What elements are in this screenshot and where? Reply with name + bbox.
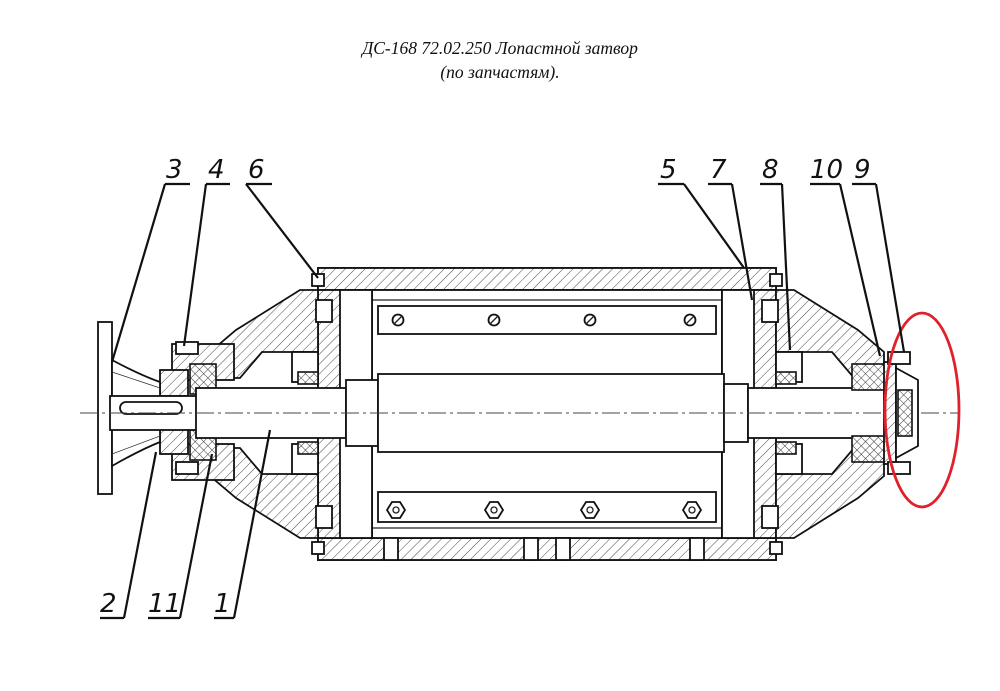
- right-end-cover: [761, 273, 885, 555]
- blade-nuts-bottom: [385, 501, 703, 519]
- left-flange-bolts: [311, 273, 333, 555]
- callout-10: 10: [810, 155, 843, 185]
- callout-4: 4: [208, 155, 225, 185]
- rotor-shaft: [80, 373, 960, 453]
- callout-5: 5: [660, 155, 677, 185]
- callout-8: 8: [762, 155, 779, 185]
- callout-9: 9: [854, 155, 871, 185]
- leader-lines: [100, 182, 906, 620]
- callout-11: 11: [148, 589, 181, 619]
- left-bearing-housing: [159, 341, 235, 481]
- callout-7: 7: [710, 155, 727, 185]
- drawing-title: ДС-168 72.02.250 Лопастной затвор (по за…: [0, 36, 1000, 84]
- callout-3: 3: [166, 155, 183, 185]
- callout-2: 2: [100, 589, 117, 619]
- callout-1: 1: [214, 589, 231, 619]
- blade-screws-top: [391, 313, 697, 327]
- drawing-title-line1: ДС-168 72.02.250 Лопастной затвор: [362, 38, 638, 58]
- callout-6: 6: [248, 155, 265, 185]
- drawing-title-line2: (по запчастям).: [440, 62, 560, 82]
- highlight-ellipse: [883, 311, 961, 509]
